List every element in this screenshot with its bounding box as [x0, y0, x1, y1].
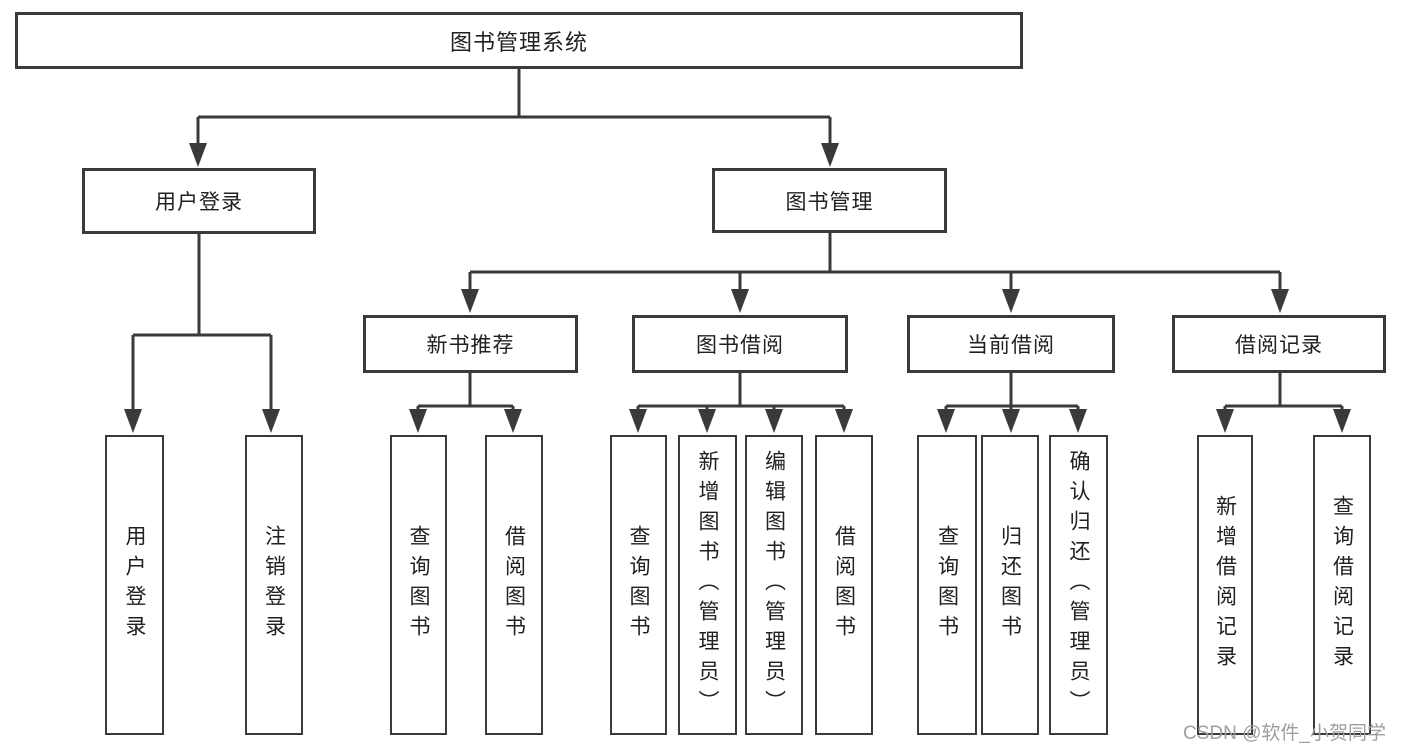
node-book-borrow-label: 图书借阅 [696, 334, 784, 357]
leaf-borrow-books-1-label: 借阅图书 [502, 525, 526, 645]
leaf-query-books-1: 查询图书 [390, 435, 447, 735]
leaf-query-borrow-record-label: 查询借阅记录 [1330, 495, 1354, 675]
leaf-return-books: 归还图书 [981, 435, 1039, 735]
leaf-confirm-return-admin-label: 确认归还（管理员） [1067, 450, 1090, 720]
leaf-query-books-2-label: 查询图书 [627, 525, 650, 645]
node-current-borrow-label: 当前借阅 [967, 334, 1055, 357]
leaf-confirm-return-admin: 确认归还（管理员） [1049, 435, 1108, 735]
leaf-query-books-3: 查询图书 [917, 435, 977, 735]
node-book-management-label: 图书管理 [785, 190, 874, 214]
leaf-borrow-books-2-label: 借阅图书 [832, 525, 856, 645]
leaf-user-login-label: 用户登录 [123, 525, 146, 645]
node-user-login-label: 用户登录 [155, 191, 243, 214]
connector-lines [133, 69, 1342, 408]
node-borrow-records-label: 借阅记录 [1235, 334, 1323, 357]
node-borrow-records: 借阅记录 [1172, 315, 1386, 373]
watermark: CSDN @软件_小贺同学 [1183, 723, 1386, 744]
leaf-query-books-3-label: 查询图书 [935, 525, 959, 645]
node-new-book-recommend: 新书推荐 [363, 315, 578, 373]
node-root-label: 图书管理系统 [449, 29, 588, 55]
leaf-add-books-admin: 新增图书（管理员） [678, 435, 737, 735]
node-book-borrow: 图书借阅 [632, 315, 848, 373]
leaf-query-borrow-record: 查询借阅记录 [1313, 435, 1371, 735]
node-current-borrow: 当前借阅 [907, 315, 1115, 373]
leaf-add-borrow-record: 新增借阅记录 [1197, 435, 1253, 735]
node-book-management: 图书管理 [712, 168, 947, 233]
leaf-logout: 注销登录 [245, 435, 303, 735]
leaf-query-books-2: 查询图书 [610, 435, 667, 735]
leaf-add-borrow-record-label: 新增借阅记录 [1213, 495, 1237, 675]
leaf-edit-books-admin-label: 编辑图书（管理员） [762, 450, 786, 720]
leaf-logout-label: 注销登录 [262, 525, 286, 645]
node-root: 图书管理系统 [15, 12, 1023, 69]
node-user-login: 用户登录 [82, 168, 316, 234]
leaf-user-login: 用户登录 [105, 435, 164, 735]
leaf-query-books-1-label: 查询图书 [407, 525, 430, 645]
leaf-return-books-label: 归还图书 [998, 525, 1022, 645]
leaf-borrow-books-1: 借阅图书 [485, 435, 543, 735]
leaf-edit-books-admin: 编辑图书（管理员） [745, 435, 803, 735]
leaf-borrow-books-2: 借阅图书 [815, 435, 873, 735]
leaf-add-books-admin-label: 新增图书（管理员） [696, 450, 719, 720]
node-new-book-recommend-label: 新书推荐 [426, 334, 515, 357]
